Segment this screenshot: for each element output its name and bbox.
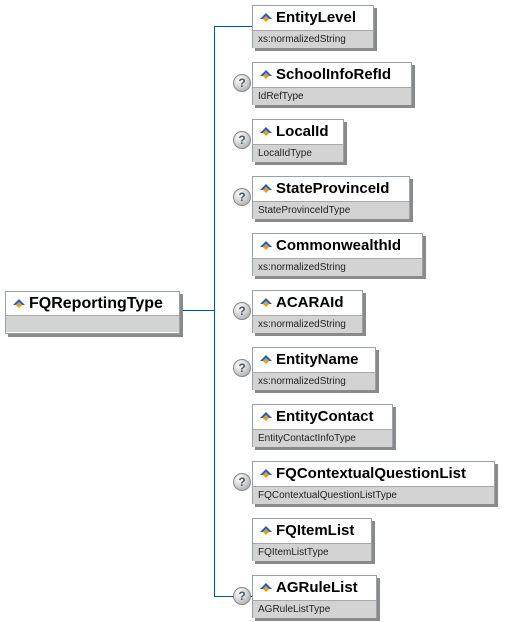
element-type: xs:normalizedString	[253, 258, 422, 276]
element-name: CommonwealthId	[276, 237, 402, 254]
element-box-localid[interactable]: LocalId LocalIdType	[252, 119, 344, 162]
element-header: EntityLevel	[253, 6, 373, 30]
element-icon	[260, 13, 272, 22]
element-name: SchoolInfoRefId	[276, 66, 391, 83]
optional-icon: ?	[233, 188, 251, 206]
element-name: EntityLevel	[276, 9, 357, 26]
element-icon	[260, 70, 272, 79]
element-icon	[260, 184, 272, 193]
element-type: IdRefType	[253, 87, 411, 105]
element-box-fqcontextualquestionlist[interactable]: FQContextualQuestionList FQContextualQue…	[252, 461, 495, 504]
element-type: StateProvinceIdType	[253, 201, 409, 219]
element-name: FQContextualQuestionList	[276, 465, 467, 482]
element-name: ACARAId	[276, 294, 344, 311]
root-element-box[interactable]: FQReportingType	[5, 291, 180, 334]
trunk-line	[214, 26, 215, 596]
element-icon	[260, 469, 272, 478]
element-box-fqitemlist[interactable]: FQItemList FQItemListType	[252, 518, 372, 561]
element-icon	[260, 127, 272, 136]
element-header: EntityName	[253, 348, 375, 372]
element-box-stateprovinceid[interactable]: StateProvinceId StateProvinceIdType	[252, 176, 410, 219]
root-element-type-bar	[6, 315, 179, 332]
root-element-name: FQReportingType	[29, 295, 163, 312]
element-type: FQItemListType	[253, 543, 371, 561]
element-icon	[13, 299, 25, 308]
element-name: StateProvinceId	[276, 180, 390, 197]
element-box-entityname[interactable]: EntityName xs:normalizedString	[252, 347, 376, 390]
element-name: AGRuleList	[276, 579, 358, 596]
optional-icon: ?	[233, 131, 251, 149]
element-type: xs:normalizedString	[253, 315, 362, 333]
element-name: LocalId	[276, 123, 329, 140]
optional-icon: ?	[233, 587, 251, 605]
optional-icon: ?	[233, 302, 251, 320]
element-icon	[260, 412, 272, 421]
element-icon	[260, 355, 272, 364]
element-box-acaraid[interactable]: ACARAId xs:normalizedString	[252, 290, 363, 333]
element-icon	[260, 241, 272, 250]
element-header: EntityContact	[253, 405, 392, 429]
element-header: SchoolInfoRefId	[253, 63, 411, 87]
element-header: ACARAId	[253, 291, 362, 315]
element-header: CommonwealthId	[253, 234, 422, 258]
element-box-agrulelist[interactable]: AGRuleList AGRuleListType	[252, 575, 377, 618]
element-type: LocalIdType	[253, 144, 343, 162]
element-type: xs:normalizedString	[253, 372, 375, 390]
optional-icon: ?	[233, 74, 251, 92]
element-name: EntityContact	[276, 408, 374, 425]
element-type: FQContextualQuestionListType	[253, 486, 494, 504]
element-box-commonwealthid[interactable]: CommonwealthId xs:normalizedString	[252, 233, 423, 276]
element-box-entitycontact[interactable]: EntityContact EntityContactInfoType	[252, 404, 393, 447]
branch-entitylevel	[214, 26, 252, 27]
optional-icon: ?	[233, 359, 251, 377]
element-name: FQItemList	[276, 522, 355, 539]
element-box-schoolinforefid[interactable]: SchoolInfoRefId IdRefType	[252, 62, 412, 105]
element-icon	[260, 583, 272, 592]
element-header: StateProvinceId	[253, 177, 409, 201]
element-header: FQItemList	[253, 519, 371, 543]
element-name: EntityName	[276, 351, 359, 368]
element-icon	[260, 526, 272, 535]
optional-icon: ?	[233, 473, 251, 491]
root-connector	[179, 310, 214, 311]
element-header: AGRuleList	[253, 576, 376, 600]
element-type: xs:normalizedString	[253, 30, 373, 48]
element-type: EntityContactInfoType	[253, 429, 392, 447]
element-header: LocalId	[253, 120, 343, 144]
element-icon	[260, 298, 272, 307]
element-box-entitylevel[interactable]: EntityLevel xs:normalizedString	[252, 5, 374, 48]
root-element-header: FQReportingType	[6, 292, 179, 315]
element-type: AGRuleListType	[253, 600, 376, 618]
element-header: FQContextualQuestionList	[253, 462, 494, 486]
